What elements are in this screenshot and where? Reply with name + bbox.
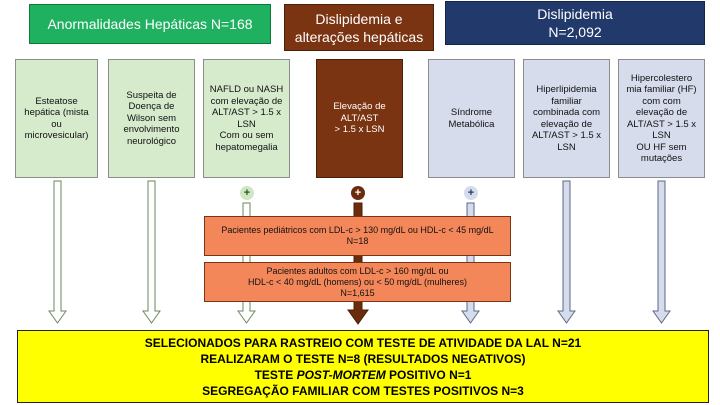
category-line: ALT/AST > 1.5 x (626, 118, 697, 130)
plus-icon-green: + (240, 186, 254, 200)
header-dyslipidemia-line1: Dislipidemia (537, 6, 613, 22)
adult-criteria-text-2: HDL-c < 40 mg/dL (homens) ou < 50 mg/dL … (248, 276, 467, 287)
category-line: LSN (557, 141, 576, 153)
category-line: ALT/AST (340, 112, 379, 124)
arrow-2 (142, 180, 161, 324)
plus-icon-brown: + (351, 186, 365, 200)
category-line: mia familiar (HF) (626, 84, 697, 95)
category-line: Síndrome (450, 107, 493, 118)
result-postmortem: TESTE POST-MORTEM POSITIVO N=1 (255, 367, 472, 383)
category-line: Hipercolestero (630, 72, 693, 84)
category-line: Esteatose (35, 95, 78, 107)
category-line: elevação de (635, 107, 688, 118)
adult-criteria-box: Pacientes adultos com LDL-c > 160 mg/dL … (204, 262, 511, 302)
category-line: Wilson sem (126, 112, 177, 124)
header-dyslipidemia-liver: Dislipidemia e alterações hepáticas (284, 4, 434, 51)
pediatric-count: N=18 (346, 236, 369, 246)
result-tested: REALIZARAM O TESTE N=8 (RESULTADOS NEGAT… (200, 351, 526, 366)
category-line: Com ou sem (219, 130, 274, 141)
category-line: envolvimento (123, 124, 180, 136)
category-line: ALT/AST > 1.5 x (211, 107, 282, 118)
category-line: Suspeita de (126, 89, 177, 101)
category-line: > 1.5 x LSN (334, 124, 385, 136)
result-postmortem-post: POSITIVO N=1 (385, 367, 472, 382)
adult-count: N=1,615 (340, 287, 375, 298)
category-line: hepática (mista (24, 107, 89, 118)
category-line: Elevação de (333, 101, 386, 113)
arrow-6 (557, 180, 576, 324)
arrow-1 (48, 180, 67, 324)
header-dyslipidemia: Dislipidemia N=2,092 (445, 1, 705, 45)
category-line: Doença de (128, 101, 175, 113)
category-line: LSN (652, 130, 671, 141)
result-selected: SELECIONADOS PARA RASTREIO COM TESTE DE … (144, 335, 582, 350)
result-family-segregation: SEGREGAÇÃO FAMILIAR COM TESTES POSITIVOS… (202, 383, 524, 398)
category-line: mutações (640, 153, 683, 164)
result-postmortem-italic: POST-MORTEM (296, 367, 386, 382)
category-line: ALT/AST > 1.5 x (531, 130, 602, 141)
category-line: com elevação de (210, 95, 283, 107)
category-line: elevação de (540, 118, 593, 130)
header-liver-abnormalities: Anormalidades Hepáticas N=168 (29, 4, 271, 44)
category-line: OU HF sem (636, 141, 687, 153)
arrow-7 (652, 180, 671, 324)
category-line: hepatomegalia (215, 141, 278, 153)
header-dyslipidemia-line2: N=2,092 (548, 24, 602, 40)
pediatric-criteria-text: Pacientes pediátricos com LDL-c > 130 mg… (221, 225, 494, 235)
category-line: combinada com (532, 107, 601, 118)
result-postmortem-pre: TESTE (254, 367, 297, 382)
category-line: familiar (551, 95, 582, 107)
category-line: com com (642, 95, 681, 107)
category-line: ou (51, 118, 62, 130)
header-dyslipidemia-liver-line1: Dislipidemia e (315, 10, 403, 27)
category-line: neurológico (126, 135, 177, 147)
header-liver-abnormalities-text: Anormalidades Hepáticas N=168 (47, 16, 253, 32)
plus-icon-green-glyph: + (243, 187, 251, 199)
header-dyslipidemia-liver-line2: alterações hepáticas (294, 28, 424, 45)
plus-icon-blue-glyph: + (467, 187, 475, 199)
category-line: microvesicular) (24, 130, 89, 141)
plus-icon-blue: + (464, 186, 478, 200)
category-line: NAFLD ou NASH (209, 84, 284, 95)
category-line: Metabólica (448, 118, 495, 130)
result-box: SELECIONADOS PARA RASTREIO COM TESTE DE … (17, 330, 709, 403)
plus-icon-brown-glyph: + (354, 187, 362, 199)
adult-criteria-text-1: Pacientes adultos com LDL-c > 160 mg/dL … (266, 265, 449, 276)
category-line: LSN (237, 118, 256, 130)
category-line: Hiperlipidemia (536, 84, 597, 95)
pediatric-criteria-box: Pacientes pediátricos com LDL-c > 130 mg… (204, 216, 511, 256)
